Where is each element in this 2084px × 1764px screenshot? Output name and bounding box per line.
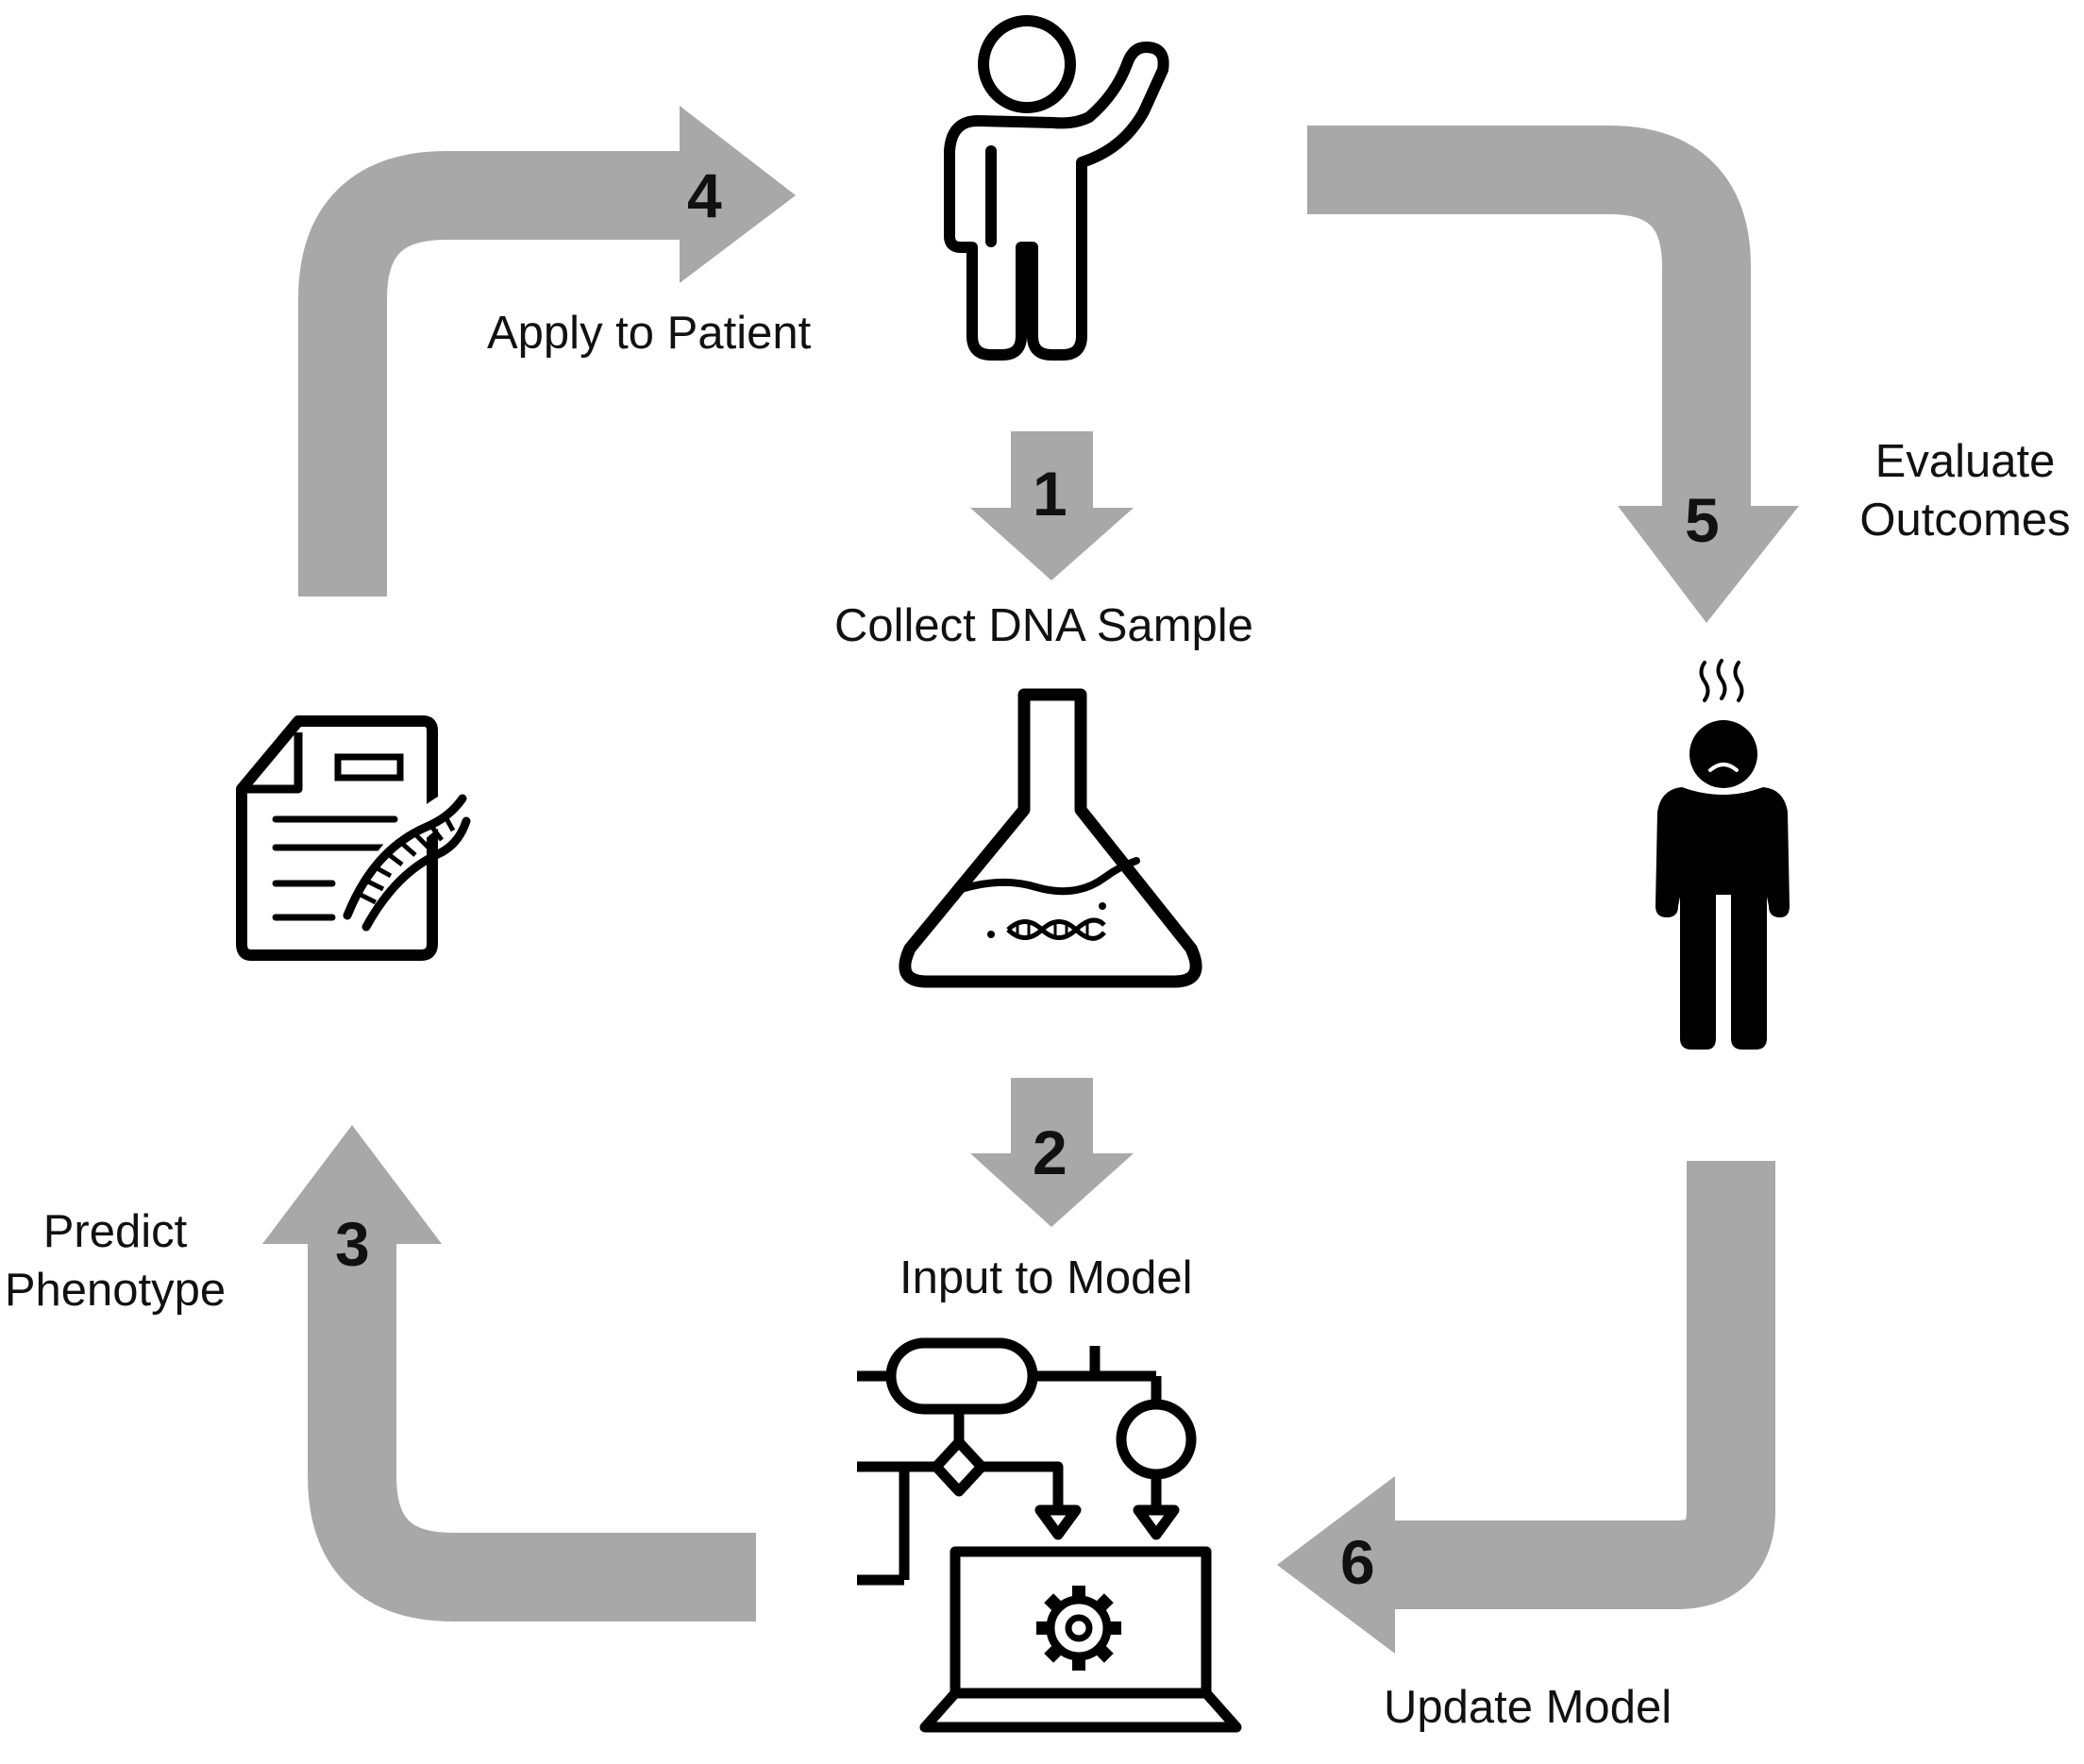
arrow-3-predict bbox=[262, 1125, 756, 1621]
arrow-4-apply bbox=[298, 106, 796, 596]
step-3-number: 3 bbox=[335, 1209, 370, 1279]
patient-waving-icon bbox=[944, 15, 1169, 361]
arrow-5-evaluate bbox=[1307, 126, 1799, 623]
step-2-number: 2 bbox=[1033, 1117, 1067, 1187]
dna-report-icon bbox=[236, 715, 472, 961]
step-3-label: Predict Phenotype bbox=[0, 1202, 230, 1319]
model-laptop-icon bbox=[857, 1337, 1242, 1733]
step-4-number: 4 bbox=[687, 160, 722, 230]
dna-flask-icon bbox=[899, 688, 1202, 988]
unwell-patient-icon bbox=[1655, 659, 1790, 1050]
step-6-number: 6 bbox=[1340, 1527, 1375, 1597]
step-5-label-line-1: Evaluate bbox=[1874, 436, 2056, 487]
step-5-number: 5 bbox=[1685, 485, 1720, 555]
step-2-label: Input to Model bbox=[899, 1252, 1193, 1303]
gear-icon bbox=[1036, 1586, 1121, 1671]
step-1-label: Collect DNA Sample bbox=[834, 600, 1253, 651]
step-3-label-line-2: Phenotype bbox=[4, 1265, 227, 1316]
fume-lines-icon bbox=[1699, 659, 1744, 702]
arrow-2-input bbox=[970, 1078, 1134, 1227]
step-1-number: 1 bbox=[1033, 459, 1067, 529]
step-5-label-line-2: Outcomes bbox=[1859, 495, 2071, 546]
arrow-6-update bbox=[1277, 1161, 1775, 1654]
step-3-label-line-1: Predict bbox=[42, 1206, 188, 1257]
step-5-label: Evaluate Outcomes bbox=[1854, 432, 2076, 549]
step-4-label: Apply to Patient bbox=[487, 308, 812, 359]
step-6-label: Update Model bbox=[1384, 1682, 1672, 1733]
arrow-1-collect bbox=[970, 431, 1134, 580]
